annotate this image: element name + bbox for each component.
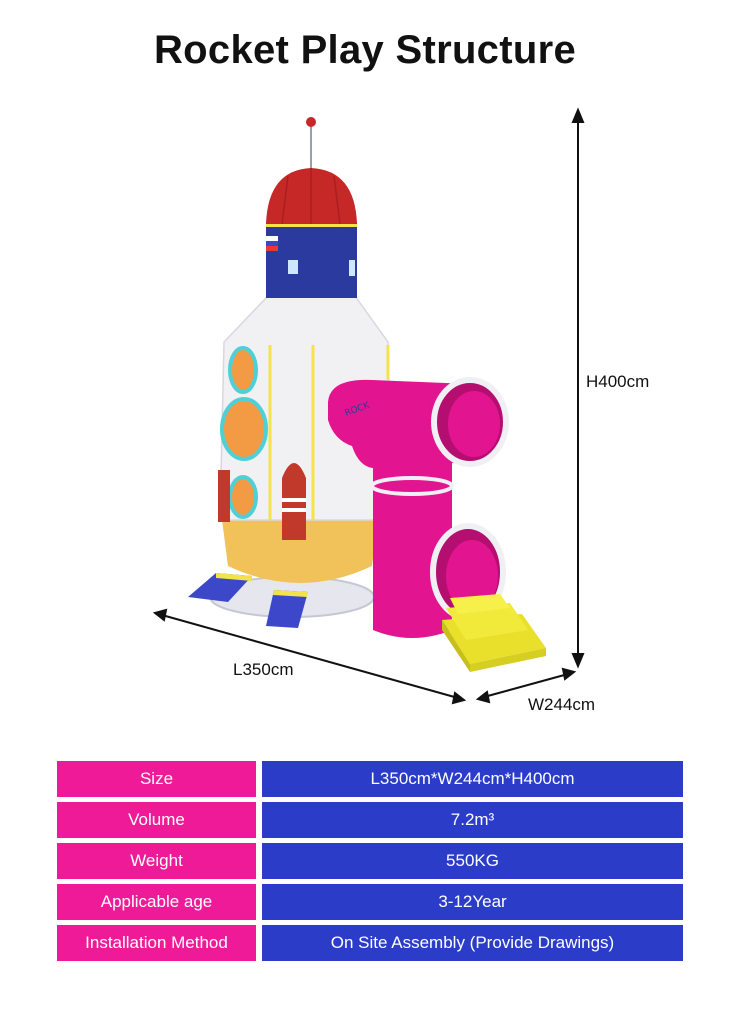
spec-label-size: Size: [57, 761, 256, 797]
height-label: H400cm: [586, 372, 650, 391]
spec-value-weight: 550KG: [262, 843, 683, 879]
spec-value-age: 3-12Year: [262, 884, 683, 920]
yellow-steps: [442, 594, 546, 672]
table-row: Installation Method On Site Assembly (Pr…: [57, 925, 683, 961]
rocket-play-structure-illustration: ROCK: [152, 107, 585, 705]
spec-label-age: Applicable age: [57, 884, 256, 920]
table-row: Size L350cm*W244cm*H400cm: [57, 761, 683, 797]
specifications-table: Size L350cm*W244cm*H400cm Volume 7.2m³ W…: [57, 756, 683, 966]
spec-value-installation: On Site Assembly (Provide Drawings): [262, 925, 683, 961]
spec-value-size: L350cm*W244cm*H400cm: [262, 761, 683, 797]
length-dimension-arrow: [152, 608, 467, 705]
width-dimension-arrow: [475, 667, 577, 704]
height-dimension-arrow: [571, 107, 585, 669]
spec-value-volume: 7.2m³: [262, 802, 683, 838]
porthole-middle: [220, 397, 268, 461]
side-booster-left: [218, 470, 230, 522]
table-row: Volume 7.2m³: [57, 802, 683, 838]
spec-label-volume: Volume: [57, 802, 256, 838]
width-label: W244cm: [528, 695, 596, 714]
rocket-blue-band: [266, 222, 357, 298]
spec-label-weight: Weight: [57, 843, 256, 879]
length-label: L350cm: [233, 660, 294, 679]
porthole-bottom: [228, 475, 258, 519]
slide-tube-elbow: [328, 379, 470, 469]
left-ramp: [188, 573, 252, 602]
page-title: Rocket Play Structure: [153, 28, 576, 72]
table-row: Weight 550KG: [57, 843, 683, 879]
table-row: Applicable age 3-12Year: [57, 884, 683, 920]
porthole-top: [228, 346, 258, 394]
front-ramp: [266, 590, 308, 628]
spec-label-installation: Installation Method: [57, 925, 256, 961]
rocket-lower-body: [222, 520, 378, 583]
